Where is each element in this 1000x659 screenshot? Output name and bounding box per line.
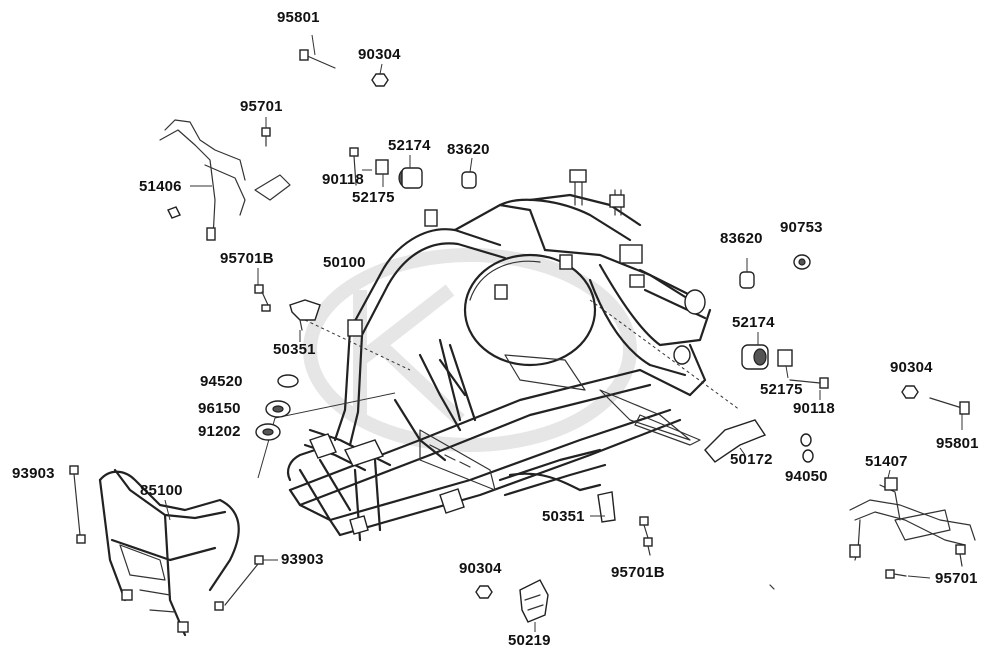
nut-90304-bottom — [475, 585, 493, 599]
clip-94050 — [800, 433, 814, 463]
label-50100: 50100 — [323, 254, 366, 271]
label-50219: 50219 — [508, 632, 551, 649]
circlip-94520 — [277, 374, 299, 388]
collar-90753 — [793, 254, 811, 270]
label-95701b-left: 95701B — [220, 250, 274, 267]
label-90118-top: 90118 — [322, 171, 364, 188]
nut-90304-top — [371, 63, 389, 87]
bolt-95801-right — [929, 397, 970, 430]
label-52174-right: 52174 — [732, 314, 775, 331]
label-94520: 94520 — [200, 373, 243, 390]
label-90118-right: 90118 — [793, 400, 835, 417]
bracket-50351-left — [289, 299, 321, 342]
label-94050: 94050 — [785, 468, 828, 485]
label-96150: 96150 — [198, 400, 241, 417]
label-95801-top: 95801 — [277, 9, 320, 26]
label-51407: 51407 — [865, 453, 908, 470]
bushing-83620-top — [461, 157, 477, 189]
label-90304-top: 90304 — [358, 46, 401, 63]
label-52175-top: 52175 — [352, 189, 395, 206]
label-95701b-bottom: 95701B — [611, 564, 665, 581]
label-52175-right: 52175 — [760, 381, 803, 398]
bracket-50172 — [704, 419, 767, 463]
label-90304-bottom: 90304 — [459, 560, 502, 577]
bearing-96150 — [265, 400, 291, 418]
bolt-95701b-left — [254, 268, 271, 312]
bolt-95701b-bottom — [639, 516, 653, 556]
bracket-51407 — [849, 469, 976, 561]
label-95701-right: 95701 — [935, 570, 978, 587]
seal-91202 — [255, 423, 281, 441]
bracket-50219 — [519, 579, 549, 632]
label-50351-bottom: 50351 — [542, 508, 585, 525]
label-95701-top: 95701 — [240, 98, 283, 115]
bolt-90118-right — [789, 377, 829, 400]
label-83620-right: 83620 — [720, 230, 763, 247]
label-93903-bottom: 93903 — [281, 551, 324, 568]
label-51406: 51406 — [139, 178, 182, 195]
label-83620-top: 83620 — [447, 141, 490, 158]
label-90753: 90753 — [780, 219, 823, 236]
label-90304-right: 90304 — [890, 359, 933, 376]
main-frame-50100 — [286, 169, 712, 542]
collar-52175-right — [777, 349, 793, 379]
bolt-90118-top — [349, 147, 372, 186]
bushing-52174-top — [398, 155, 423, 189]
label-52174-top: 52174 — [388, 137, 431, 154]
bolt-95801-top — [299, 34, 336, 69]
bolt-95701-top — [261, 117, 271, 147]
label-95801-right: 95801 — [936, 435, 979, 452]
collar-52175-top — [375, 159, 389, 187]
bolt-93903-bottom — [214, 555, 278, 611]
bracket-50351-bottom — [590, 491, 616, 523]
label-50172: 50172 — [730, 451, 773, 468]
bracket-51406 — [159, 119, 291, 241]
label-50351-left: 50351 — [273, 341, 316, 358]
label-91202: 91202 — [198, 423, 241, 440]
bushing-52174-right — [741, 332, 769, 370]
label-85100: 85100 — [140, 482, 183, 499]
bushing-83620-right — [739, 258, 755, 289]
nut-90304-right — [901, 385, 919, 399]
bolt-95701-right — [885, 544, 966, 579]
bolt-93903-left — [69, 465, 86, 544]
label-93903-left: 93903 — [12, 465, 55, 482]
bumper-85100 — [98, 468, 240, 637]
